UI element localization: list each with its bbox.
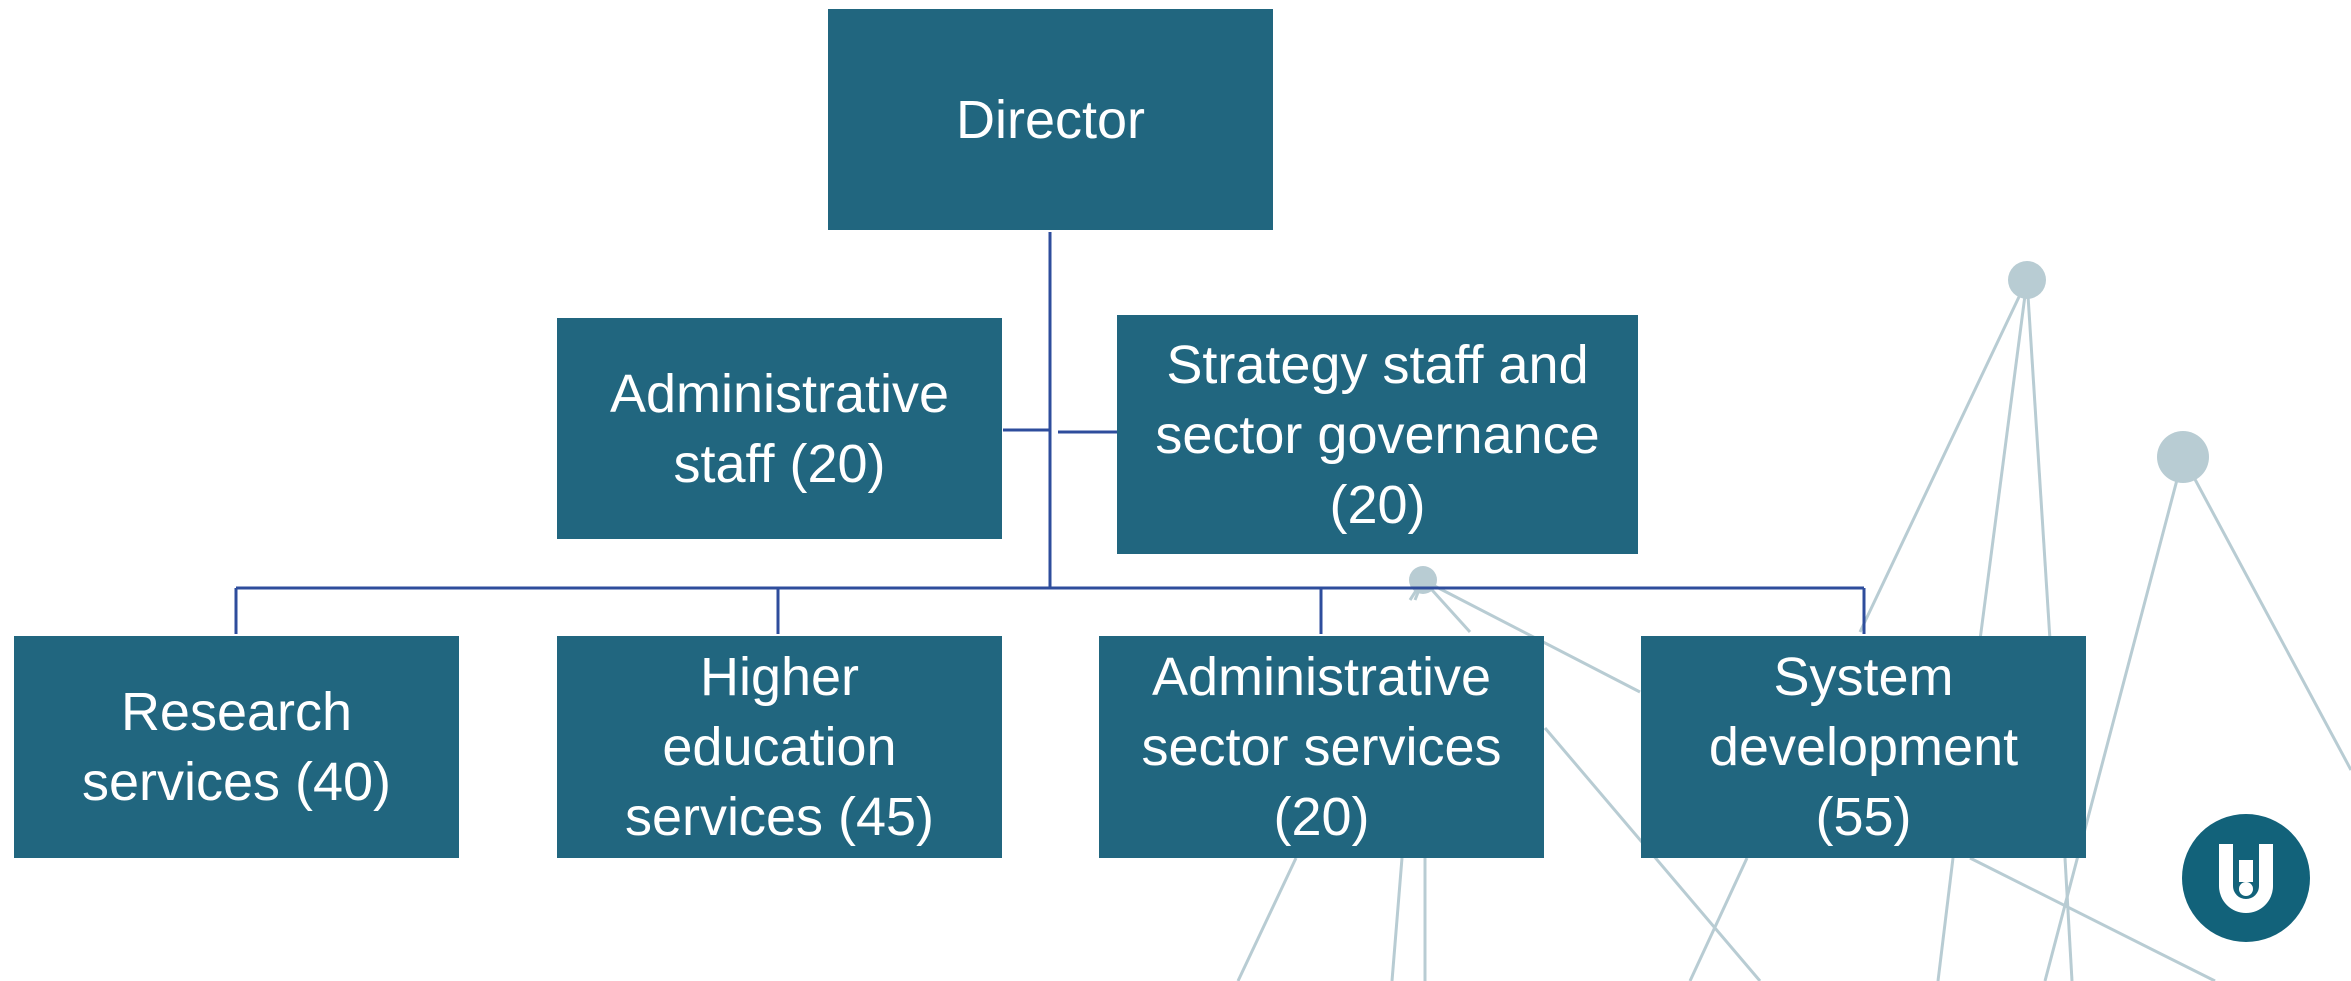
decoration-line	[2181, 456, 2351, 771]
decoration-line	[1858, 279, 2029, 633]
higher-education-services-label: Higher education services (45)	[624, 647, 935, 847]
director-label: Director	[955, 89, 1146, 150]
u-logo-glyph	[2219, 844, 2273, 913]
system-development-box: System development (55)	[1641, 636, 2086, 858]
decoration-line	[1236, 857, 1298, 981]
research-services-label: Research services (40)	[81, 682, 392, 812]
decoration-line	[1978, 279, 2029, 641]
administrative-staff-label: Administrative staff (20)	[609, 363, 950, 494]
decoration-line	[2063, 857, 2074, 981]
administrative-sector-services-label: Administrative sector services (20)	[1141, 647, 1502, 847]
director-box: Director	[828, 9, 1273, 230]
decoration-line	[1390, 857, 1404, 981]
administrative-staff-box: Administrative staff (20)	[557, 318, 1002, 539]
decoration-node	[2008, 261, 2046, 299]
administrative-sector-services-box: Administrative sector services (20)	[1099, 636, 1544, 858]
decoration-line	[1969, 856, 2216, 981]
u-logo-icon	[2182, 814, 2310, 942]
system-development-label: System development (55)	[1708, 647, 2019, 847]
strategy-staff-box: Strategy staff and sector governance (20…	[1117, 315, 1638, 554]
decoration-node	[2157, 431, 2209, 483]
strategy-staff-label: Strategy staff and sector governance (20…	[1155, 334, 1600, 535]
decoration-line	[1936, 857, 1955, 981]
decoration-line	[1688, 857, 1749, 981]
higher-education-services-box: Higher education services (45)	[557, 636, 1002, 858]
decoration-line	[2025, 279, 2052, 641]
research-services-box: Research services (40)	[14, 636, 459, 858]
